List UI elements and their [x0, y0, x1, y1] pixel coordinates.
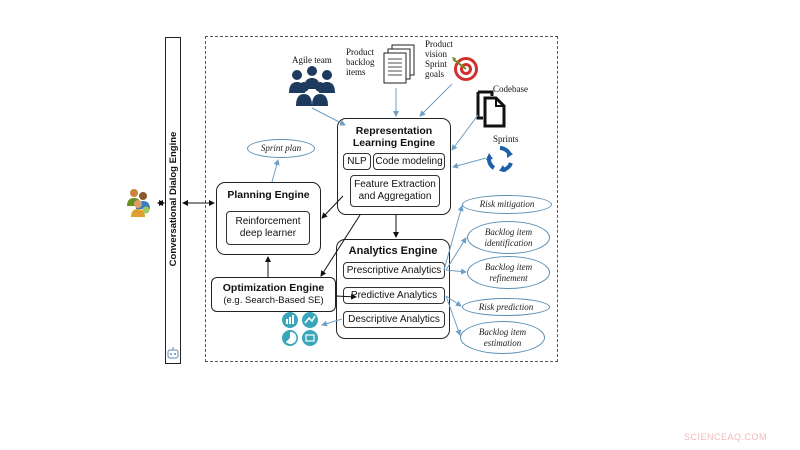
risk-prediction-output: Risk prediction — [462, 298, 550, 316]
feature-extraction-box: Feature Extraction and Aggregation — [350, 175, 440, 207]
chatbot-icon — [167, 347, 179, 359]
optimization-engine: Optimization Engine (e.g. Search-Based S… — [211, 277, 336, 312]
arrow-pres-mitigation — [443, 205, 464, 271]
arrow-codebase-rep — [451, 114, 479, 151]
sprint-plan-output: Sprint plan — [247, 139, 315, 158]
planning-engine: Planning Engine Reinforcement deep learn… — [216, 182, 321, 255]
analytics-dashboard-icon — [282, 312, 318, 346]
arrow-planning-sprintplan — [271, 159, 280, 183]
product-backlog-label: Product backlog items — [346, 47, 375, 77]
representation-learning-engine: Representation Learning Engine NLP Code … — [337, 118, 451, 215]
conversational-dialog-engine-panel: Conversational Dialog Engine — [165, 37, 181, 364]
target-icon — [452, 57, 478, 81]
product-vision-label: Product vision Sprint goals — [425, 39, 453, 79]
backlog-identification-output: Backlog item identification — [467, 221, 550, 254]
sprints-label: Sprints — [493, 134, 519, 144]
arrow-vision-rep — [419, 83, 453, 117]
optimization-engine-subtitle: (e.g. Search-Based SE) — [223, 295, 324, 306]
planning-engine-title: Planning Engine — [227, 189, 310, 201]
system-frame — [205, 36, 558, 362]
arrow-pres-identification — [445, 237, 467, 271]
nlp-box: NLP — [343, 153, 371, 170]
arrow-sprints-rep — [452, 157, 487, 169]
representation-engine-title: Representation Learning Engine — [352, 125, 436, 149]
arrow-pred-risk — [445, 295, 462, 307]
arrow-rep-planning — [321, 195, 344, 219]
agile-team-label: Agile team — [292, 55, 332, 65]
risk-mitigation-output: Risk mitigation — [462, 195, 552, 214]
reinforcement-learner-box: Reinforcement deep learner — [226, 211, 310, 245]
descriptive-analytics-box: Descriptive Analytics — [343, 311, 445, 328]
watermark: SCIENCEAQ.COM — [684, 432, 768, 442]
agile-team-icon — [289, 66, 335, 106]
arrow-pred-estimation — [445, 295, 462, 336]
sprint-cycle-icon — [486, 146, 513, 172]
prescriptive-analytics-box: Prescriptive Analytics — [343, 262, 445, 279]
analytics-engine: Analytics Engine Prescriptive Analytics … — [336, 239, 450, 339]
optimization-engine-title: Optimization Engine — [222, 282, 325, 294]
predictive-analytics-box: Predictive Analytics — [343, 287, 445, 304]
arrow-opt-predictive — [335, 293, 357, 300]
arrow-descriptive-dashboard — [321, 318, 343, 327]
analytics-engine-title: Analytics Engine — [348, 245, 438, 257]
backlog-estimation-output: Backlog item estimation — [460, 321, 545, 354]
users-group-icon — [127, 189, 150, 217]
codebase-label: Codebase — [493, 84, 528, 94]
arrow-team-rep — [311, 107, 346, 126]
documents-icon — [383, 44, 415, 84]
backlog-refinement-output: Backlog item refinement — [467, 256, 550, 289]
arrow-rep-optimization — [320, 214, 361, 277]
arrow-pres-refinement — [445, 268, 467, 275]
code-modeling-box: Code modeling — [373, 153, 445, 170]
codebase-icon — [476, 90, 506, 128]
